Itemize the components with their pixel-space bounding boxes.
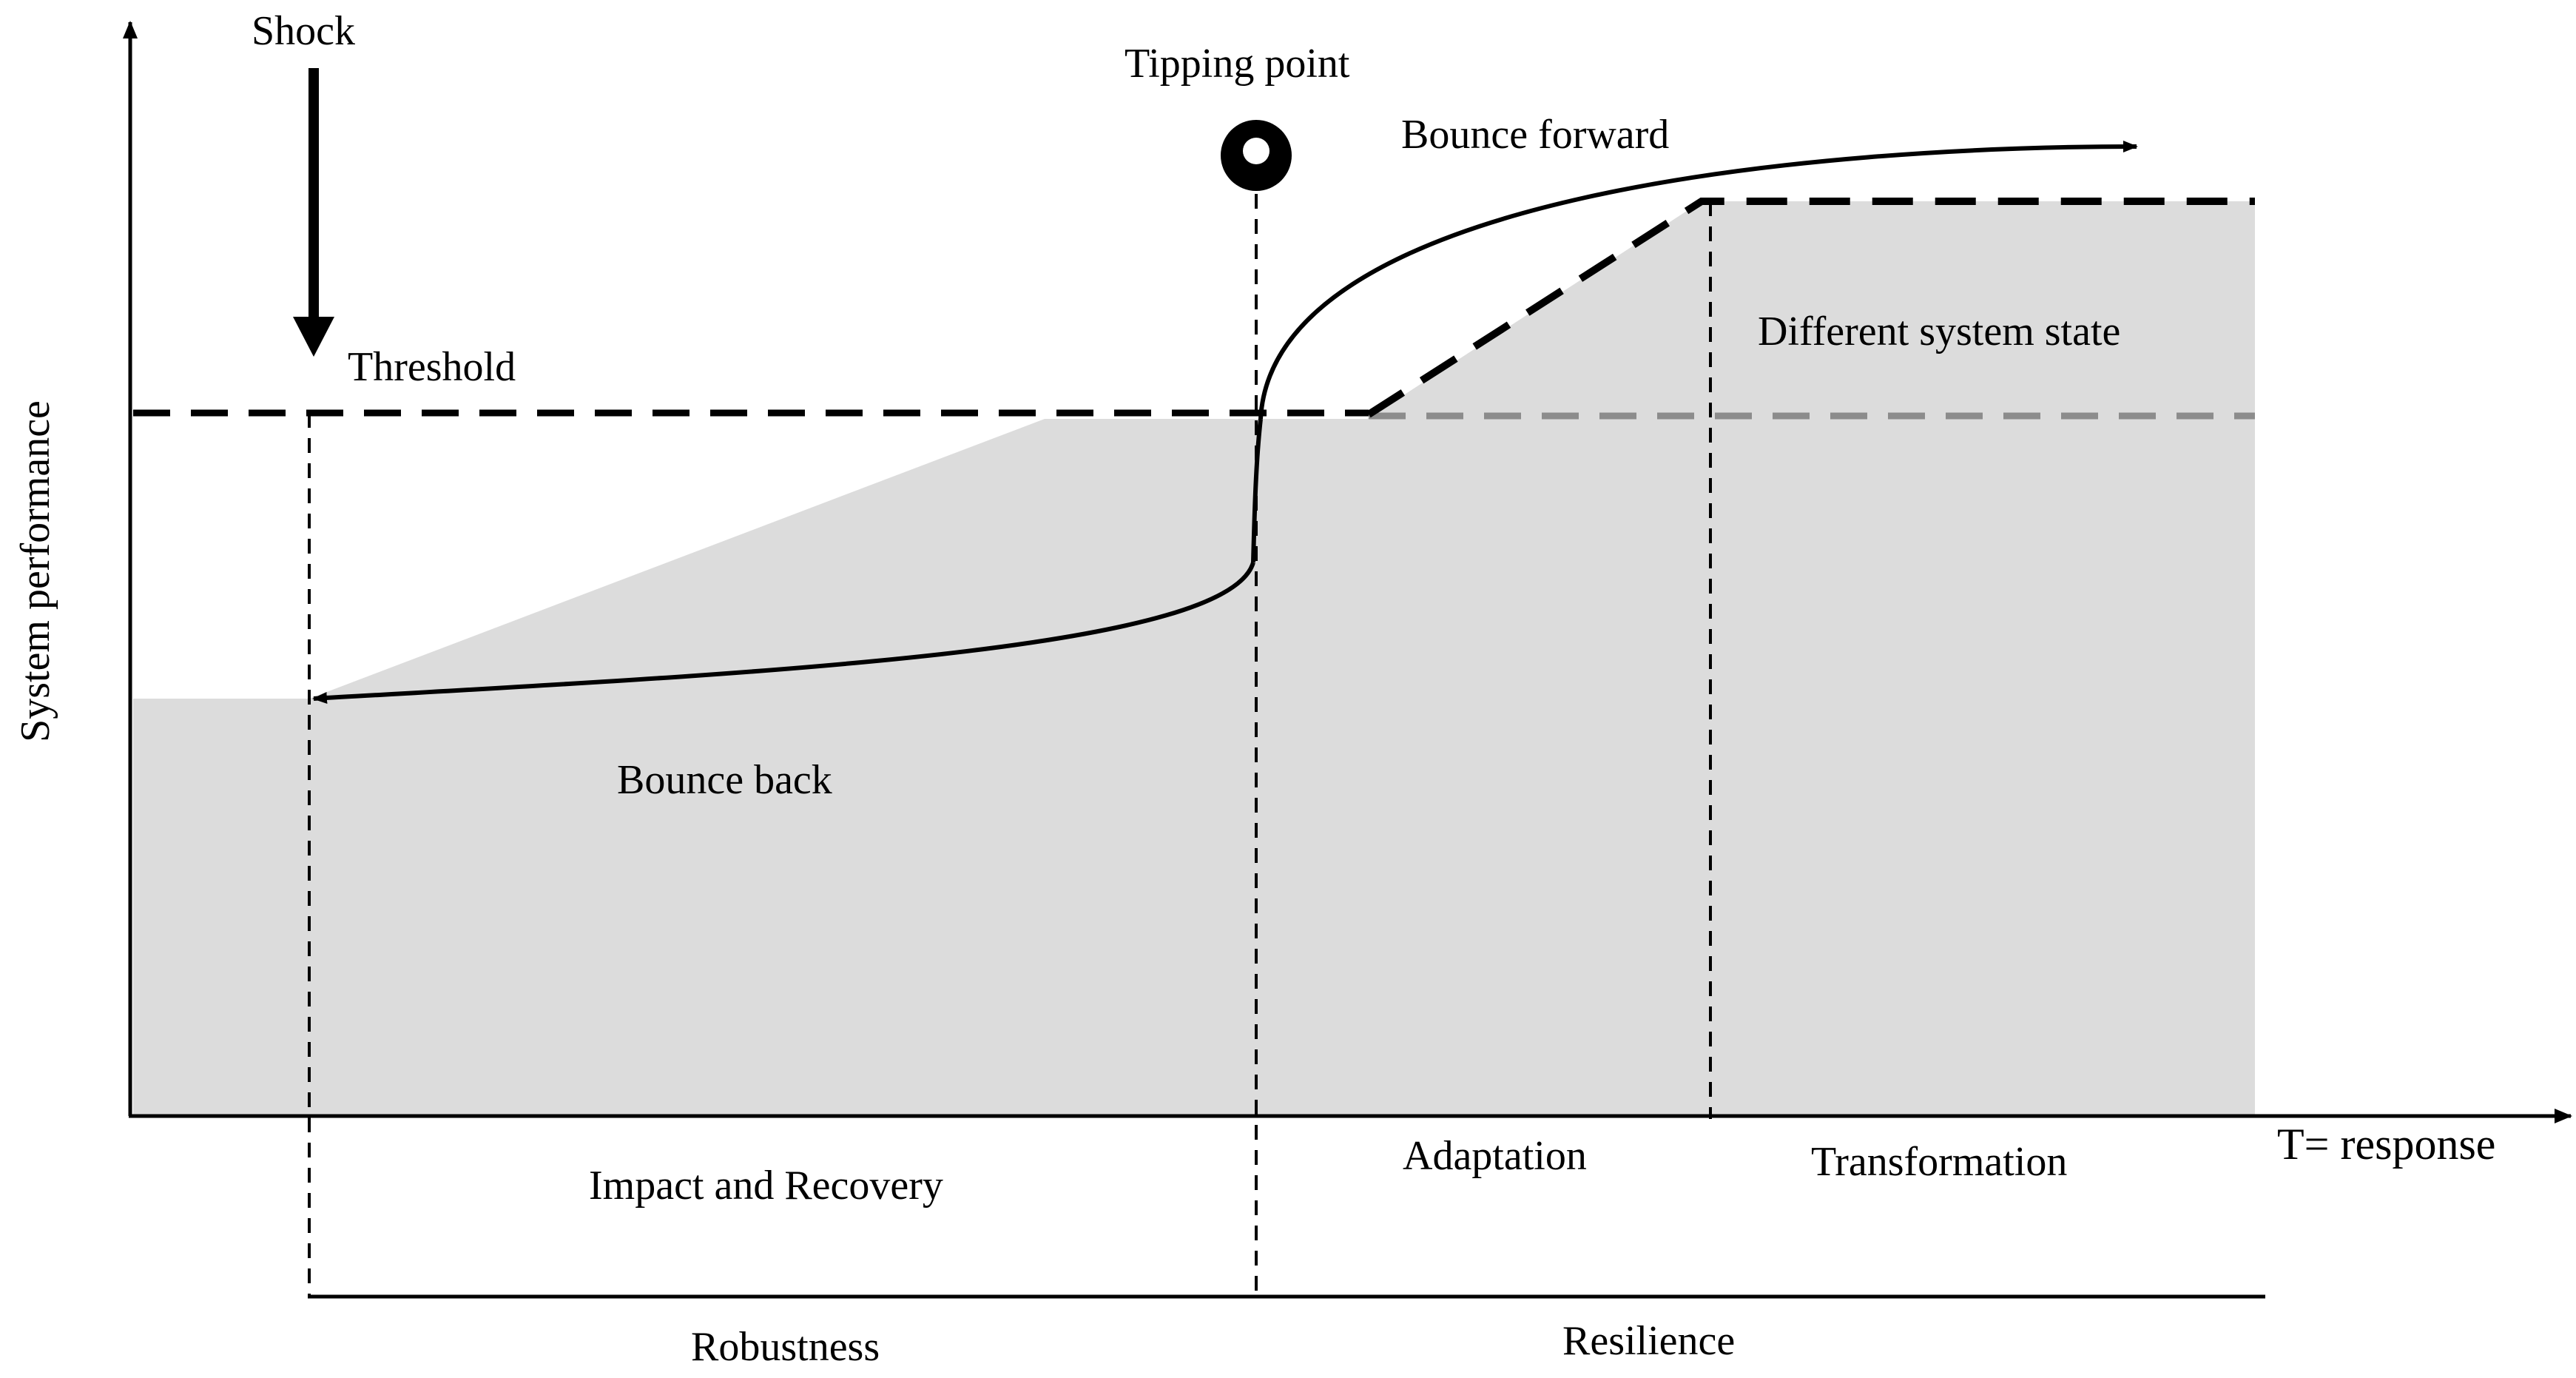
bounce-forward-label: Bounce forward [1401, 112, 1669, 158]
axes [123, 21, 2572, 1123]
x-axis-label: T= response [2277, 1120, 2495, 1169]
y-axis-label: System performance [13, 400, 58, 742]
performance-area [133, 419, 2255, 1115]
shaded-area [133, 201, 2255, 1115]
robustness-label: Robustness [691, 1324, 880, 1370]
threshold-label: Threshold [348, 344, 516, 390]
tipping-jump [1251, 418, 1263, 563]
bounce-back-label: Bounce back [617, 757, 832, 803]
transformation-path [1366, 198, 2255, 418]
vertical-dividers [308, 194, 1712, 1297]
tipping-point-label: Tipping point [1125, 41, 1350, 87]
shock-arrow [293, 68, 334, 357]
impact-recovery-label: Impact and Recovery [589, 1163, 943, 1209]
bounce-back-curve [312, 562, 1255, 704]
adaptation-label: Adaptation [1403, 1133, 1587, 1179]
tipping-point-marker [1221, 120, 1292, 191]
resilience-label: Resilience [1562, 1318, 1735, 1364]
transformation-label: Transformation [1811, 1139, 2067, 1185]
transformation-area [1367, 201, 2255, 419]
bounce-forward-curve [1258, 141, 2138, 420]
shock-label: Shock [252, 8, 355, 54]
different-system-state-label: Different system state [1758, 309, 2120, 354]
